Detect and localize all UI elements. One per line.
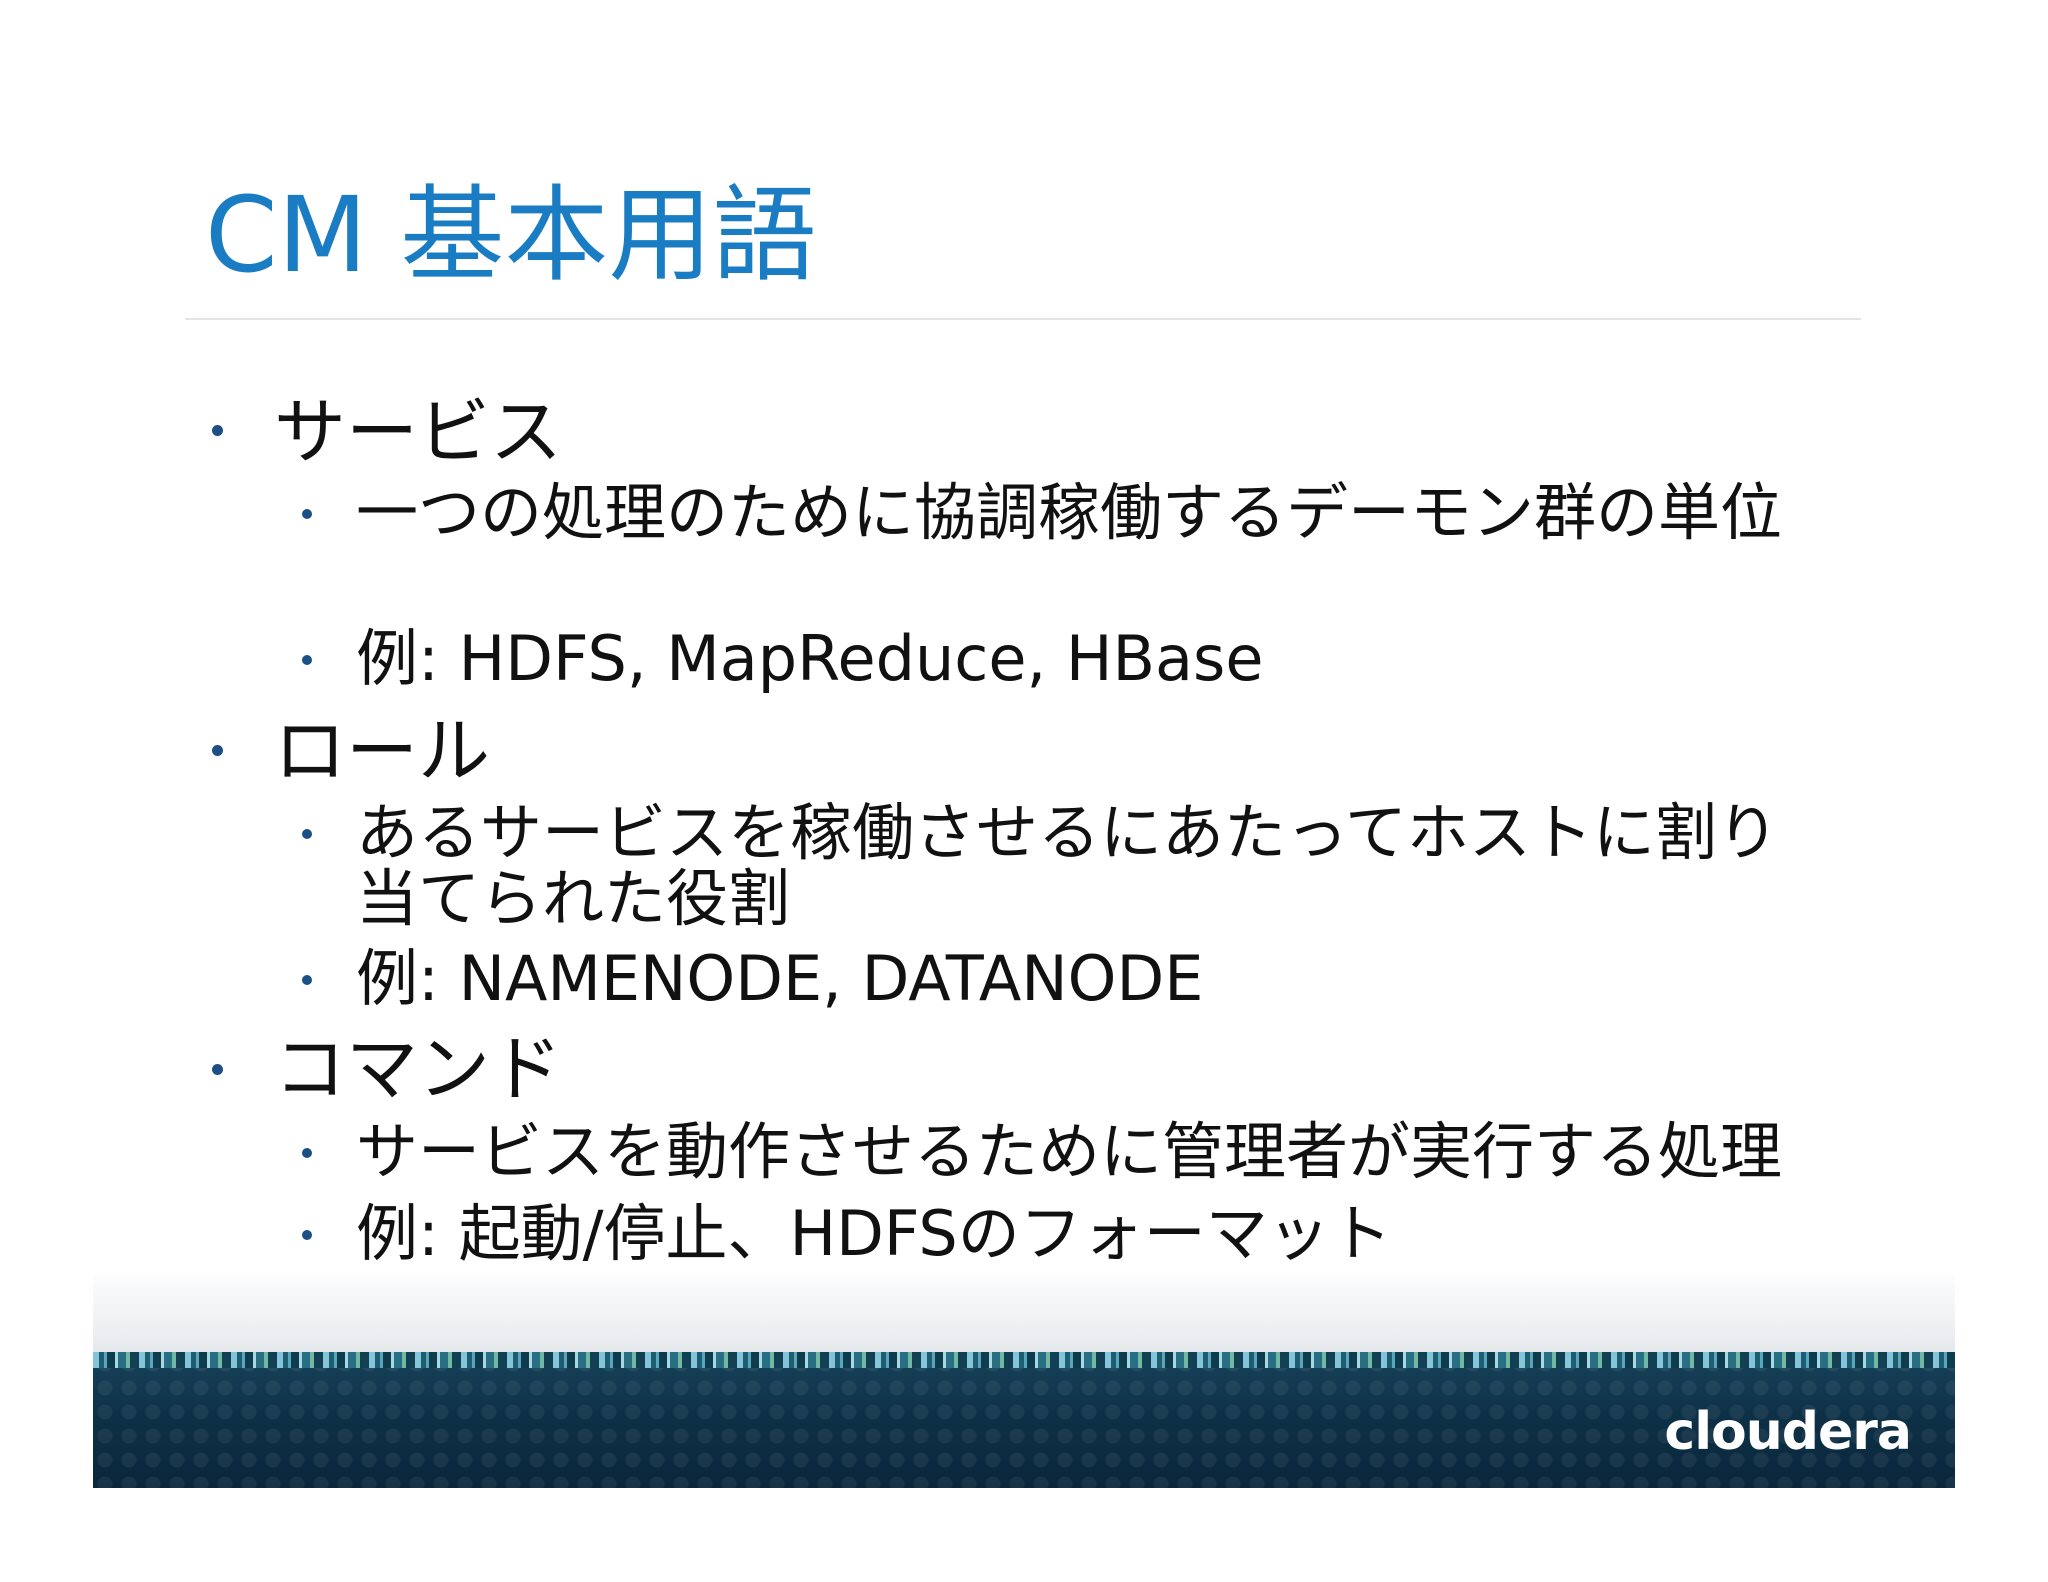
bullet-item: 例: NAMENODE, DATANODE (356, 942, 1204, 1015)
bullet-item: あるサービスを稼働させるにあたってホストに割り当てられた役割 (356, 796, 1779, 935)
title-divider (185, 318, 1861, 320)
bullet-dot (302, 509, 312, 519)
section-heading: サービス (274, 390, 563, 474)
bullet-dot (212, 425, 223, 436)
bullet-dot (302, 655, 312, 665)
bullet-dot (212, 745, 223, 756)
bullet-item: 一つの処理のために協調稼働するデーモン群の単位 (356, 476, 1783, 549)
section-heading: コマンド (274, 1027, 563, 1111)
footer-fade (93, 1268, 1955, 1352)
bullet-dot (302, 829, 312, 839)
bullet-item: 例: HDFS, MapReduce, HBase (356, 622, 1264, 695)
bullet-dot (302, 1148, 312, 1158)
cloudera-logo: cloudera (1664, 1402, 1912, 1462)
footer-banner: cloudera (93, 1352, 1955, 1488)
bullet-item: サービスを動作させるために管理者が実行する処理 (356, 1115, 1783, 1188)
slide-title: CM 基本用語 (205, 174, 817, 296)
bullet-list: サービス 一つの処理のために協調稼働するデーモン群の単位 例: HDFS, Ma… (212, 390, 1783, 1270)
bullet-dot (302, 1230, 312, 1240)
bullet-item: 例: 起動/停止、HDFSのフォーマット (356, 1197, 1392, 1270)
footer-stripes (93, 1352, 1955, 1368)
section-heading: ロール (274, 709, 491, 793)
bullet-dot (212, 1064, 223, 1075)
bullet-dot (302, 975, 312, 985)
